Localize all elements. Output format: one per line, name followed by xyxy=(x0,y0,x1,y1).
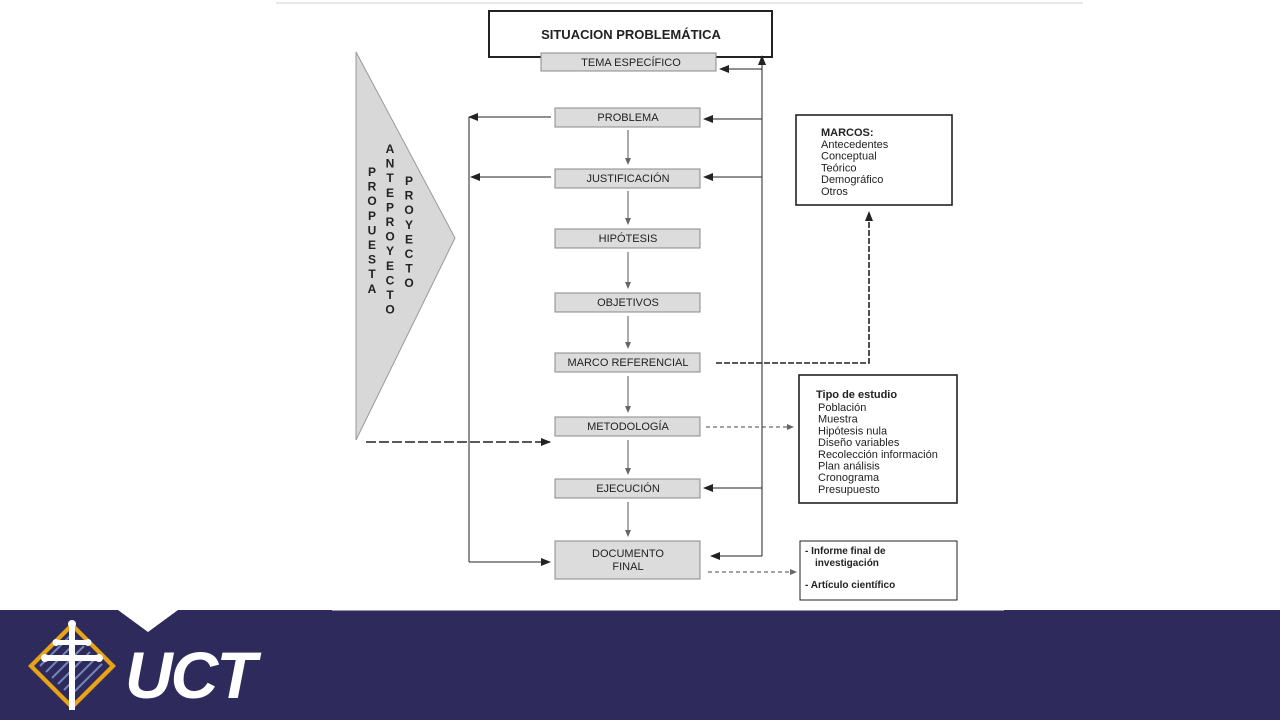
marcos-item: Teórico xyxy=(821,162,856,174)
triangle-letter: S xyxy=(368,253,376,267)
step-problema: PROBLEMA xyxy=(554,107,701,128)
step-documento-line2: FINAL xyxy=(612,561,643,573)
triangle-letter: T xyxy=(386,171,394,185)
marcos-item: Antecedentes xyxy=(821,139,889,151)
triangle-letter: N xyxy=(386,157,395,171)
metodo-title: Tipo de estudio xyxy=(816,389,897,401)
step-tema: TEMA ESPECÍFICO xyxy=(540,52,717,72)
marcos-item: Demográfico xyxy=(821,174,883,186)
final-box: - Informe final de investigación - Artíc… xyxy=(799,540,958,601)
triangle-letter: E xyxy=(368,238,376,252)
triangle-letter: E xyxy=(405,232,413,246)
triangle-letter: T xyxy=(368,267,376,281)
marcos-item: Conceptual xyxy=(821,151,877,163)
situacion-title: SITUACION PROBLEMÁTICA xyxy=(541,27,721,42)
triangle-letter: T xyxy=(405,262,413,276)
proposal-triangle xyxy=(355,51,551,446)
triangle-letter: A xyxy=(386,142,395,156)
metodo-item: Población xyxy=(818,402,866,414)
step-hipotesis: HIPÓTESIS xyxy=(554,228,701,249)
triangle-letter: O xyxy=(404,276,413,290)
situacion-box: SITUACION PROBLEMÁTICA xyxy=(488,10,773,58)
metodo-item: Muestra xyxy=(818,414,859,426)
metodo-item: Hipótesis nula xyxy=(818,425,888,437)
triangle-letter: R xyxy=(405,189,414,203)
triangle-letter: P xyxy=(386,200,394,214)
uct-logo-text: UCT xyxy=(125,638,257,712)
marcos-title: MARCOS: xyxy=(821,127,874,139)
triangle-letter: Y xyxy=(405,218,413,232)
triangle-letter: E xyxy=(386,186,394,200)
triangle-letter: Y xyxy=(386,244,394,258)
feedback-right xyxy=(703,55,766,560)
triangle-letter: R xyxy=(386,215,395,229)
triangle-letter: O xyxy=(385,303,394,317)
step-ejecucion-label: EJECUCIÓN xyxy=(596,482,660,495)
step-metodologia-label: METODOLOGÍA xyxy=(587,420,669,433)
step-justificacion: JUSTIFICACIÓN xyxy=(554,168,701,189)
metodo-item: Cronograma xyxy=(818,472,880,484)
marcos-list: AntecedentesConceptualTeóricoDemográfico… xyxy=(821,139,889,198)
triangle-letter: O xyxy=(404,203,413,217)
metodo-box: Tipo de estudio PoblaciónMuestraHipótesi… xyxy=(798,374,958,504)
step-documento: DOCUMENTO FINAL xyxy=(554,540,701,580)
final-item1-line2: investigación xyxy=(815,558,879,569)
triangle-letter: C xyxy=(405,247,414,261)
marcos-item: Otros xyxy=(821,186,848,198)
triangle-letter: T xyxy=(386,288,394,302)
step-hipotesis-label: HIPÓTESIS xyxy=(599,232,658,245)
triangle-letter: P xyxy=(405,174,413,188)
metodo-item: Diseño variables xyxy=(818,437,900,449)
step-problema-label: PROBLEMA xyxy=(597,112,659,124)
final-item2: - Artículo científico xyxy=(805,580,895,591)
triangle-letter: E xyxy=(386,259,394,273)
footer-band xyxy=(0,609,1280,720)
triangle-letter: O xyxy=(367,194,376,208)
marco-to-marcos-arrow xyxy=(716,211,873,364)
marcos-box: MARCOS: AntecedentesConceptualTeóricoDem… xyxy=(795,114,953,206)
step-tema-label: TEMA ESPECÍFICO xyxy=(581,56,681,69)
step-ejecucion: EJECUCIÓN xyxy=(554,478,701,499)
triangle-letter: U xyxy=(368,223,377,237)
step-metodologia: METODOLOGÍA xyxy=(554,416,701,437)
uct-emblem-icon xyxy=(28,620,116,710)
triangle-letter: A xyxy=(368,282,377,296)
triangle-letter: O xyxy=(385,230,394,244)
step-documento-line1: DOCUMENTO xyxy=(592,548,664,560)
metodo-item: Recolección información xyxy=(818,449,938,461)
triangle-letter: P xyxy=(368,209,376,223)
step-marco-label: MARCO REFERENCIAL xyxy=(567,357,688,369)
triangle-letter: P xyxy=(368,165,376,179)
step-justificacion-label: JUSTIFICACIÓN xyxy=(586,172,669,185)
metodo-item: Presupuesto xyxy=(818,484,880,496)
step-marco: MARCO REFERENCIAL xyxy=(554,352,701,373)
triangle-letter: R xyxy=(368,180,377,194)
step-objetivos-label: OBJETIVOS xyxy=(597,297,659,309)
feedback-left xyxy=(468,113,551,566)
metodo-item: Plan análisis xyxy=(818,461,880,473)
final-item1-line1: - Informe final de xyxy=(805,546,886,557)
triangle-letter: C xyxy=(386,273,395,287)
step-objetivos: OBJETIVOS xyxy=(554,292,701,313)
